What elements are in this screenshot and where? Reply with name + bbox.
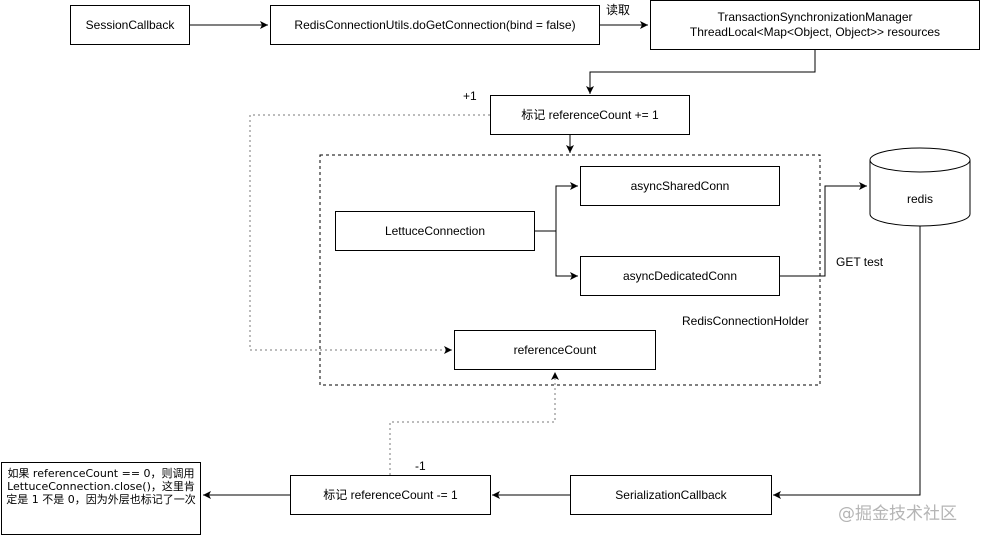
mark-minus-node: 标记 referenceCount -= 1 [290, 475, 491, 515]
close-condition-note-text: 如果 referenceCount == 0，则调用 LettuceConnec… [6, 467, 196, 506]
watermark: @掘金技术社区 [838, 504, 957, 524]
edge-lettuce-to-dedicated [555, 231, 578, 280]
close-condition-note: 如果 referenceCount == 0，则调用 LettuceConnec… [1, 462, 201, 535]
transaction-sync-manager-node: TransactionSynchronizationManager Thread… [650, 0, 980, 50]
edge-redis-to-serialization [773, 226, 921, 499]
tsm-label-line1: TransactionSynchronizationManager [717, 10, 913, 24]
edge-dedicated-to-redis [780, 182, 867, 277]
redis-cylinder-body [869, 160, 971, 227]
lettuce-connection-node: LettuceConnection [335, 211, 535, 251]
async-shared-conn-node: asyncSharedConn [580, 166, 780, 206]
session-callback-label: SessionCallback [85, 17, 175, 32]
edge-mark-minus-to-refcount [389, 372, 559, 475]
edge-label-plus-one: +1 [463, 89, 477, 103]
reference-count-node: referenceCount [454, 330, 656, 370]
mark-plus-label: 标记 referenceCount += 1 [521, 107, 659, 122]
edge-tsm-to-mark-plus [586, 50, 816, 94]
edge-lettuce-to-shared [555, 182, 578, 231]
mark-minus-label: 标记 referenceCount -= 1 [323, 487, 458, 502]
edge-label-get-test: GET test [836, 255, 884, 269]
redis-connection-utils-node: RedisConnectionUtils.doGetConnection(bin… [270, 5, 600, 45]
redis-label: redis [906, 192, 933, 206]
edge-label-minus-one: -1 [415, 459, 426, 473]
reference-count-label: referenceCount [513, 342, 597, 357]
holder-container-label: RedisConnectionHolder [682, 314, 809, 328]
tsm-label-line2: ThreadLocal<Map<Object, Object>> resourc… [689, 25, 941, 39]
mark-plus-node: 标记 referenceCount += 1 [490, 95, 690, 135]
edge-label-read: 读取 [606, 3, 631, 17]
serialization-callback-node: SerializationCallback [570, 475, 772, 515]
holder-container [319, 154, 821, 386]
async-dedicated-conn-label: asyncDedicatedConn [622, 268, 738, 283]
redis-connection-utils-label: RedisConnectionUtils.doGetConnection(bin… [294, 17, 576, 32]
async-dedicated-conn-node: asyncDedicatedConn [580, 256, 780, 296]
redis-cylinder-top [869, 147, 971, 173]
edge-mark-plus-to-refcount [249, 114, 490, 354]
session-callback-node: SessionCallback [70, 5, 190, 45]
async-shared-conn-label: asyncSharedConn [630, 178, 730, 193]
lettuce-connection-label: LettuceConnection [384, 223, 486, 238]
serialization-callback-label: SerializationCallback [615, 487, 727, 502]
